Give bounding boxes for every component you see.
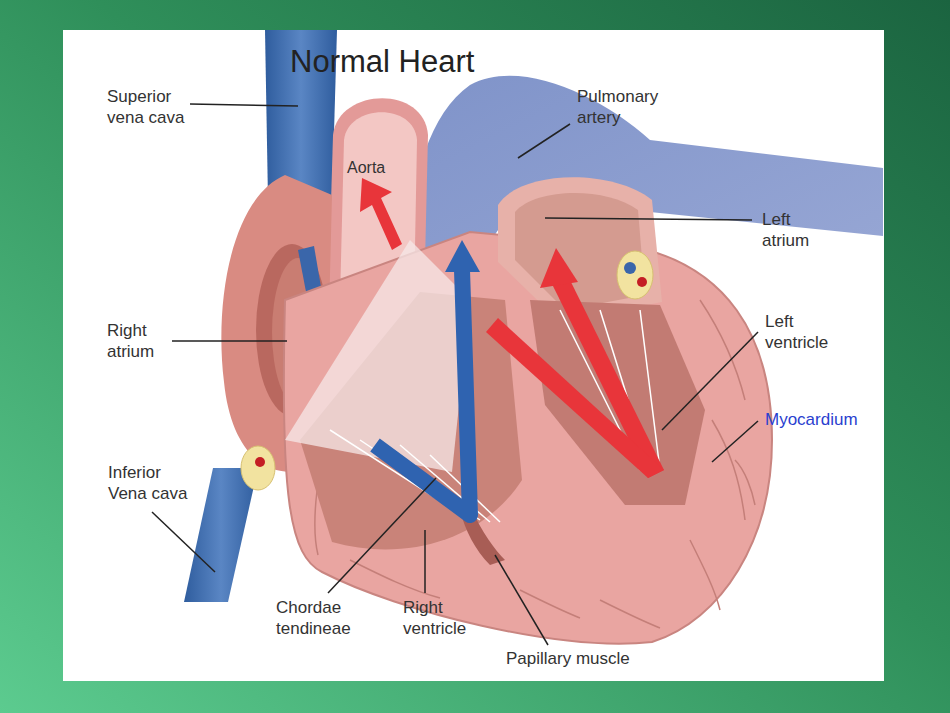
flow-arrow [550, 272, 664, 478]
part-label: Right ventricle [403, 597, 483, 639]
part-label: Pulmonary artery [577, 86, 672, 128]
flow-arrow [445, 240, 480, 272]
coronary-vessel [624, 262, 636, 274]
myocardium [284, 232, 772, 644]
white-panel [63, 30, 884, 681]
part-label: Left atrium [762, 209, 832, 251]
tricuspid-valve [285, 240, 470, 472]
part-label: Papillary muscle [506, 648, 686, 669]
leader-lines [152, 104, 758, 645]
part-label: Superior vena cava [107, 86, 202, 128]
coronary-vessel [255, 457, 265, 467]
part-label: Left ventricle [765, 311, 845, 353]
coronary-vessel [637, 277, 647, 287]
flow-arrow [540, 248, 578, 288]
part-label: Inferior Vena cava [108, 462, 203, 504]
flow-arrow [360, 178, 402, 250]
flow-arrow [486, 318, 664, 478]
part-label: Myocardium [765, 409, 875, 430]
part-label: Aorta [347, 157, 417, 178]
diagram-title: Normal Heart [290, 44, 474, 80]
part-label: Right atrium [107, 320, 177, 362]
inferior-vena-cava [184, 468, 258, 602]
fat-tissue [241, 446, 275, 490]
part-label: Chordae tendineae [276, 597, 371, 639]
fat-tissue [617, 251, 653, 299]
flow-arrow [375, 270, 470, 515]
